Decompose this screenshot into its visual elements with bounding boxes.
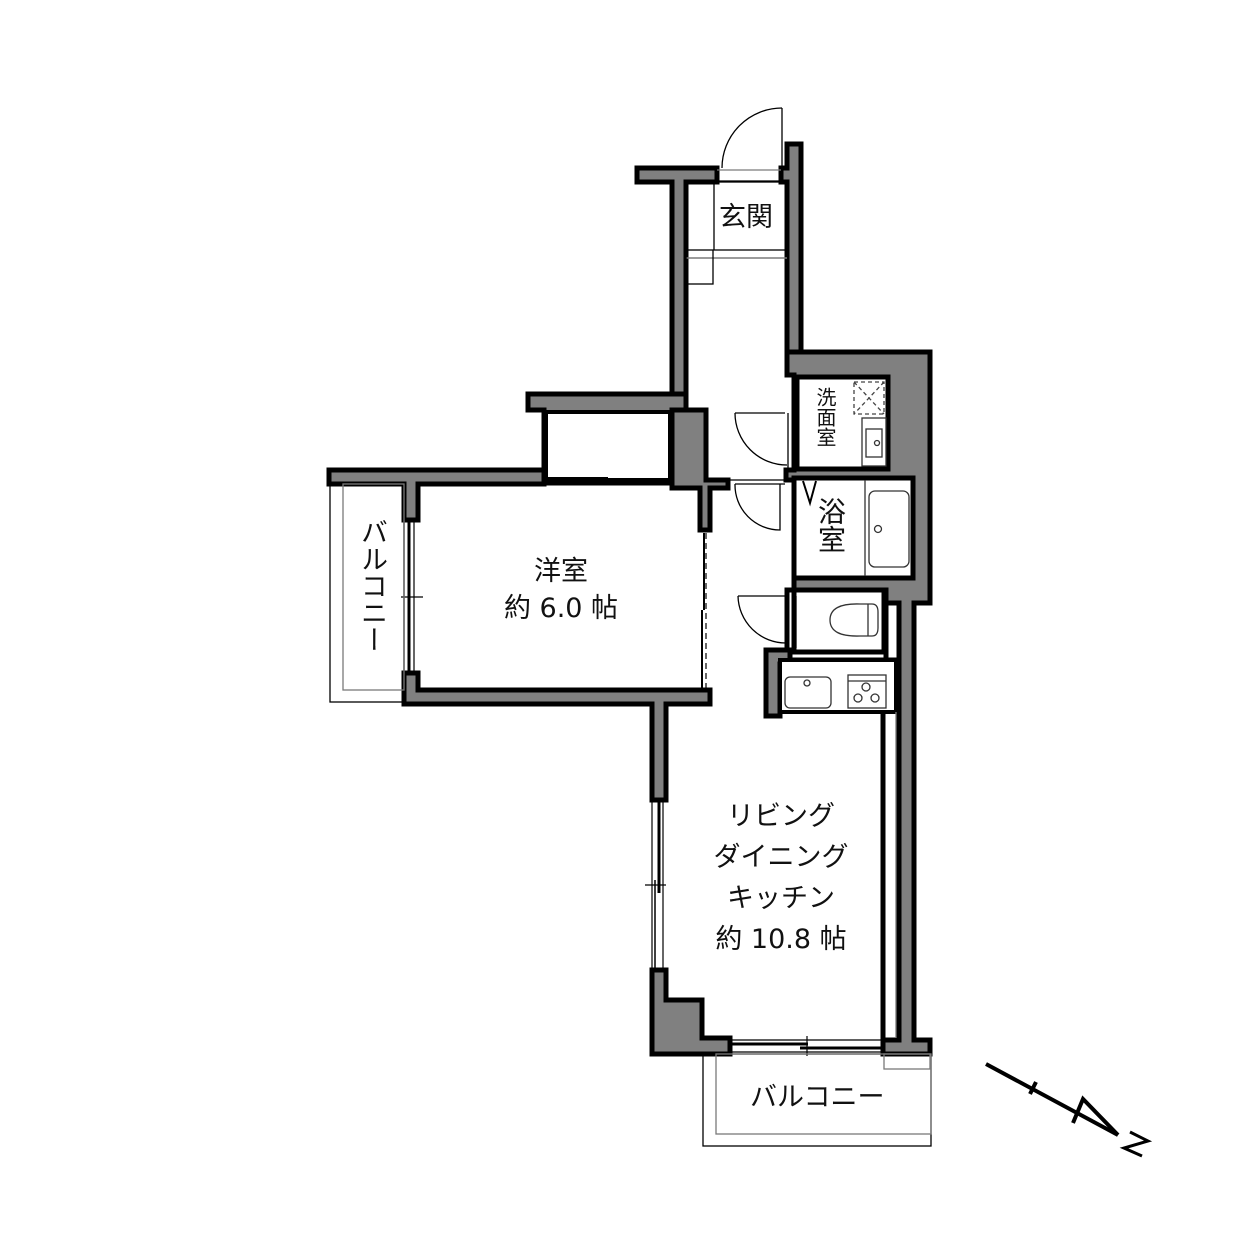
wall-storage-pillar: [669, 407, 731, 533]
toilet-door-swing: [737, 595, 787, 644]
wall-ldk-corner: [649, 967, 733, 1057]
bathtub-icon: [864, 480, 910, 576]
ldk-line-dining: ダイニング: [713, 842, 849, 873]
genkan-step: [713, 181, 788, 251]
bathroom-outline: [791, 475, 916, 581]
entrance-door-swing: [721, 107, 783, 169]
stove-icon: [847, 674, 887, 709]
room-label-ldk: リビング ダイニング キッチン 約 10.8 帖: [714, 796, 849, 960]
ldk-line-kitchen: キッチン: [727, 883, 835, 914]
corridor-door-swing: [734, 483, 785, 531]
toilet-room-outline: [791, 587, 887, 655]
north-arrow-icon: [985, 1062, 1153, 1158]
kitchen-counter-area: [778, 658, 898, 714]
ldk-area: 約 10.8 帖: [715, 924, 847, 955]
toilet-icon: [829, 603, 879, 637]
western-room-area: 約 6.0 帖: [503, 593, 619, 624]
western-room-name: 洋室: [533, 556, 588, 587]
wall-entrance-right: [778, 141, 804, 355]
ldk-line-living: リビング: [727, 801, 835, 832]
room-label-balcony-west: バルコニー: [356, 518, 387, 653]
kitchen-sink-icon: [784, 676, 832, 709]
room-label-entrance: 玄関: [719, 202, 773, 233]
floor-level-marker: [802, 480, 817, 507]
wall-western-top: [326, 467, 547, 523]
wall-entrance-left: [634, 165, 720, 413]
compass-n-letter: [1119, 1130, 1153, 1158]
room-label-western-room: 洋室 約 6.0 帖: [504, 558, 618, 622]
room-label-washroom: 洗面室: [813, 387, 837, 447]
wall-western-bottom: [401, 670, 713, 803]
washing-machine-pan-icon: [853, 381, 885, 415]
room-label-bathroom: 浴室: [814, 497, 847, 553]
washbasin-icon: [861, 417, 887, 467]
storage-interior: [544, 410, 672, 482]
room-label-balcony-south: バルコニー: [750, 1082, 885, 1113]
washroom-door-swing: [734, 412, 788, 466]
washroom-outline: [794, 374, 891, 472]
